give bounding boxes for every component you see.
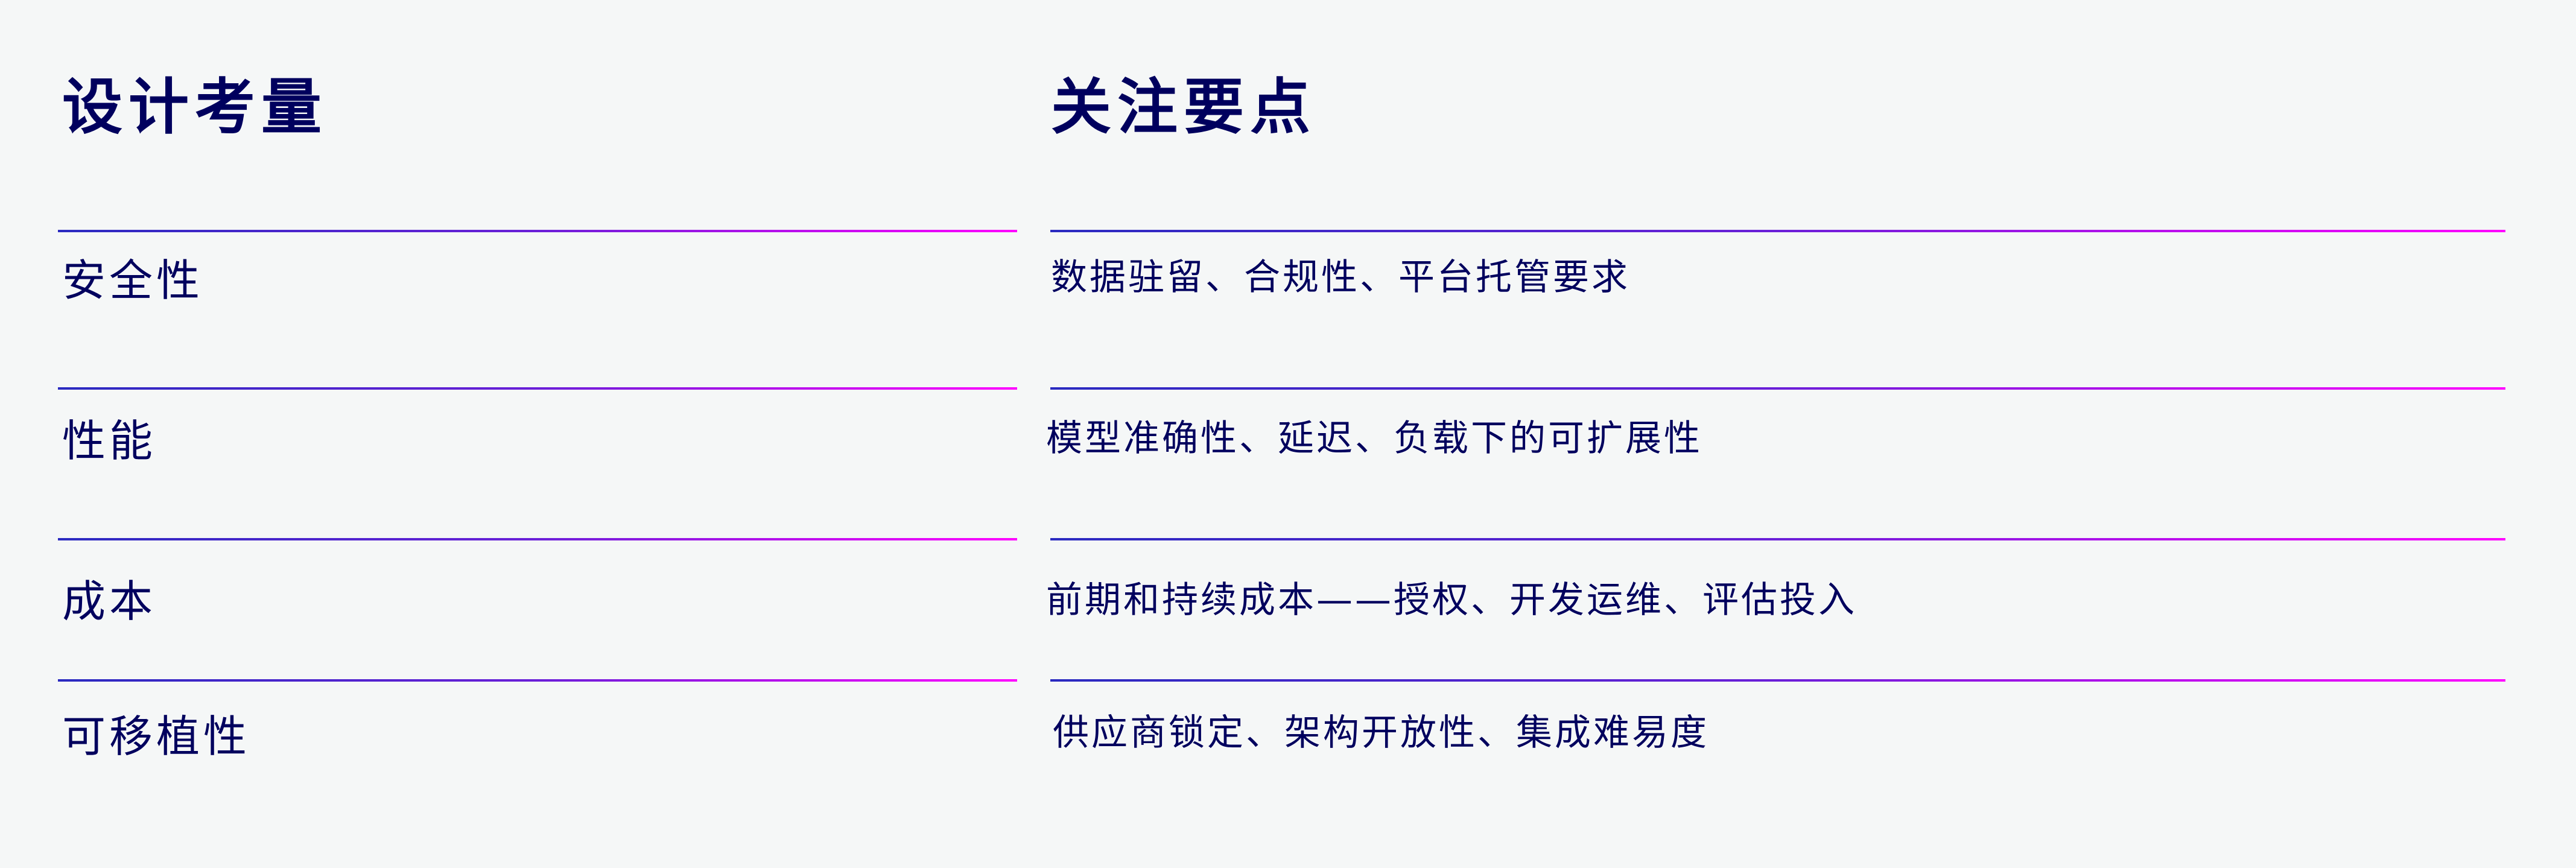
header-design-considerations: 设计考量 [62, 72, 328, 142]
focus-cell: 供应商锁定、架构开放性、集成难易度 [1053, 712, 1709, 754]
consideration-cell: 成本 [62, 576, 157, 627]
header-focus-points: 关注要点 [1051, 72, 1316, 142]
row-divider [1050, 679, 2505, 682]
consideration-cell: 安全性 [62, 255, 204, 306]
row-divider [1050, 230, 2505, 232]
row-divider [1050, 538, 2505, 540]
focus-cell: 数据驻留、合规性、平台托管要求 [1051, 256, 1630, 299]
row-divider [58, 230, 1017, 232]
row-divider [1050, 387, 2505, 390]
row-divider [58, 387, 1017, 390]
consideration-cell: 性能 [62, 416, 157, 466]
focus-cell: 前期和持续成本——授权、开发运维、评估投入 [1046, 579, 1857, 621]
consideration-cell: 可移植性 [62, 711, 251, 762]
row-divider [58, 538, 1017, 540]
focus-cell: 模型准确性、延迟、负载下的可扩展性 [1046, 417, 1702, 460]
row-divider [58, 679, 1017, 682]
